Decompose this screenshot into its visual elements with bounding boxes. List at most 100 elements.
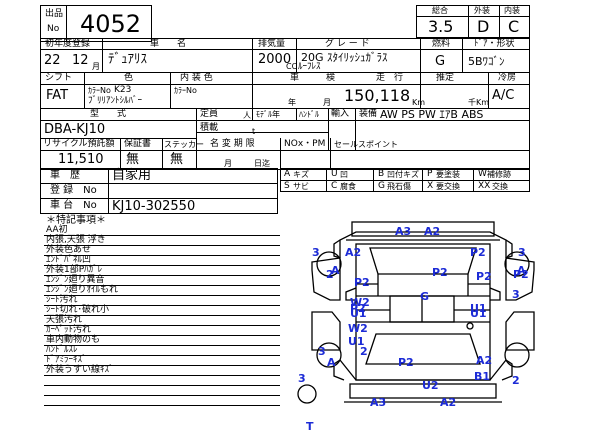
note-item: ｴﾝｼﾞﾝ廻りｵｲﾙもれ <box>46 285 119 295</box>
load-unit: t <box>252 127 256 136</box>
color-label: 色 <box>124 73 134 83</box>
damage-mark: 2 <box>512 374 520 387</box>
damage-mark: 3 <box>312 246 320 259</box>
interior-value: C <box>508 17 520 36</box>
note-item: ｼｰﾄ汚れ <box>46 295 78 305</box>
legend-text: 凹付キズ <box>387 170 419 179</box>
note-item: 内張,天張 浮き <box>46 235 106 245</box>
body-type-label: ﾄﾞｱ・形状 <box>474 39 515 49</box>
displacement-label: 排気量 <box>258 39 286 49</box>
legend-text: 補修跡 <box>487 170 511 179</box>
note-item: ﾊﾝﾄﾞﾙｽﾚ <box>46 345 78 355</box>
legend-code: U <box>331 169 338 179</box>
damage-mark: P2 <box>432 266 448 279</box>
exterior-label: 外装 <box>474 6 490 15</box>
capacity-label: 定員 <box>200 109 219 119</box>
damage-mark: A3 <box>370 396 386 409</box>
damage-mark: A3 <box>395 225 411 238</box>
damage-mark: 3 <box>518 246 526 259</box>
damage-mark: U2 <box>422 379 439 392</box>
warranty: 無 <box>126 152 140 167</box>
cc-unit: CC <box>286 62 298 71</box>
legend-text: 要塗装 <box>436 170 460 179</box>
note-item: 外装うすい線ｷｽﾞ <box>46 365 114 375</box>
damage-mark: 2 <box>360 345 368 358</box>
legend-text: サビ <box>293 182 309 191</box>
interior-color-label: 内 装 色 <box>180 73 213 83</box>
legend-text: 凹 <box>340 170 348 179</box>
estimate-label: 推定 <box>436 73 455 83</box>
nox-label: NOx・PM <box>284 139 326 149</box>
capacity-unit: 人 <box>243 111 251 120</box>
grade: 20G ｽﾀｲﾘｯｼｭｶﾞﾗｽ <box>301 51 388 64</box>
fuel-label: 燃料 <box>432 39 451 49</box>
shift: FAT <box>46 88 69 103</box>
interior-label: 内装 <box>504 6 520 15</box>
legend-code: A <box>284 169 291 179</box>
notes-title: ＊特記事項＊ <box>46 215 106 226</box>
damage-mark: A <box>327 356 336 369</box>
damage-mark: B1 <box>474 370 490 383</box>
damage-mark: G <box>420 290 429 303</box>
note-item: AA初 <box>46 225 68 235</box>
history-label: 車 歴 <box>50 170 80 181</box>
body-type: 5Bﾜｺﾞﾝ <box>468 55 505 68</box>
damage-mark: P2 <box>350 302 366 315</box>
damage-mark: U1 <box>348 335 365 348</box>
note-item: ﾄﾞｱﾐﾗｰｷｽﾞ <box>46 355 87 365</box>
info-table <box>40 38 530 170</box>
reg-label: 初年度登録 <box>45 39 91 49</box>
grade-label: グ レ ー ド <box>325 39 370 49</box>
damage-mark: U1 <box>470 302 487 315</box>
legend-code: G <box>378 181 385 191</box>
lot-box <box>40 5 152 42</box>
damage-mark: W2 <box>350 296 370 309</box>
sales-point-label: セールスポイント <box>334 140 398 149</box>
lot-number: 4052 <box>80 10 142 38</box>
damage-mark: 3 <box>298 372 306 385</box>
legend-text: 腐食 <box>340 182 356 191</box>
history-table <box>40 168 278 214</box>
model-year-label: ﾓﾃﾞﾙ年 <box>256 110 280 119</box>
mileage: 150,118 <box>344 86 411 105</box>
legend-text: キズ <box>293 170 309 179</box>
damage-mark: P2 <box>470 246 486 259</box>
damage-mark: P2 <box>476 270 492 283</box>
legend-text: 交換 <box>492 182 508 191</box>
name-change-month-unit: 月 <box>224 159 232 168</box>
damage-mark: 2 <box>326 268 334 281</box>
note-item: ｴﾝﾄﾞﾊﾟﾈﾙ凹 <box>46 255 92 265</box>
sticker: 無 <box>170 152 184 167</box>
inspection-month-unit: 月 <box>323 98 331 107</box>
reg-year: 22 <box>44 53 61 68</box>
damage-mark: A2 <box>424 225 440 238</box>
score-label: 総合 <box>432 6 448 15</box>
model-type: DBA-KJ10 <box>44 122 106 137</box>
car-name: ﾃﾞｭｱﾘｽ <box>108 52 147 67</box>
damage-mark: A2 <box>345 246 361 259</box>
sticker-label: ステッカー <box>164 140 204 149</box>
note-item: 外装1部Pﾊｶﾞﾚ <box>46 265 103 275</box>
reg-no-label: 登 録 No <box>50 185 97 196</box>
color-no: K23 <box>114 85 132 95</box>
damage-mark: W2 <box>348 322 368 335</box>
fuel: G <box>435 54 446 69</box>
km-unit: Km <box>412 98 426 107</box>
ac-label: 冷房 <box>498 73 517 83</box>
damage-mark: U1 <box>350 307 367 320</box>
score-box <box>416 5 530 38</box>
color-no-label: ｶﾗｰNo <box>88 86 111 95</box>
damage-mark: T <box>306 420 314 433</box>
lot-label-1: 出品 <box>45 9 64 19</box>
int-color-no-label: ｶﾗｰNo <box>174 86 197 95</box>
thousand-km-unit: 千Km <box>468 98 490 107</box>
grade-sub: ﾙｰﾌﾚｽ <box>298 62 321 72</box>
damage-mark: A2 <box>476 354 492 367</box>
legend-code: B <box>378 169 385 179</box>
reg-month-unit: 月 <box>92 62 100 71</box>
exterior-value: D <box>477 17 490 36</box>
legend-code: S <box>284 181 290 191</box>
recycle-label: リサイクル預託額 <box>43 139 115 149</box>
note-item: ｴﾝｼﾞﾝ廻り異音 <box>46 275 105 285</box>
equipment-label: 装備 <box>359 109 378 119</box>
